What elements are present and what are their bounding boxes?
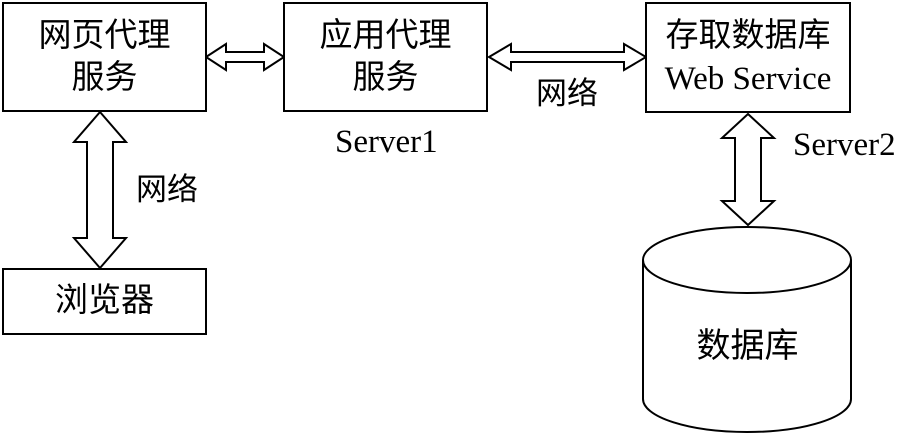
node-web-proxy-service: 网页代理 服务 <box>2 2 207 112</box>
database-cylinder-top <box>642 226 852 294</box>
node-app-proxy-label-line1: 应用代理 <box>319 17 452 54</box>
node-browser-label: 浏览器 <box>55 283 154 320</box>
double-arrow-web-browser-icon <box>71 110 129 270</box>
caption-network-right: 网络 <box>536 76 598 111</box>
node-database-webservice-label-line1: 存取数据库 <box>665 18 831 55</box>
double-arrow-app-dbws-icon <box>487 42 648 72</box>
node-database-webservice: 存取数据库 Web Service <box>645 2 851 113</box>
caption-server2: Server2 <box>793 127 896 163</box>
double-arrow-web-app-icon <box>204 42 286 72</box>
node-database-webservice-label-line2: Web Service <box>664 60 832 97</box>
node-browser: 浏览器 <box>2 268 207 335</box>
node-app-proxy-service: 应用代理 服务 <box>283 2 488 112</box>
database-label: 数据库 <box>696 328 799 365</box>
caption-network-left: 网络 <box>136 172 198 207</box>
double-arrow-dbws-database-icon <box>719 112 777 227</box>
database-cylinder-body <box>642 260 852 433</box>
node-web-proxy-label-line1: 网页代理 <box>38 17 171 54</box>
caption-server1: Server1 <box>335 124 438 160</box>
node-app-proxy-label-line2: 服务 <box>352 60 419 96</box>
node-web-proxy-label-line2: 服务 <box>71 60 138 96</box>
